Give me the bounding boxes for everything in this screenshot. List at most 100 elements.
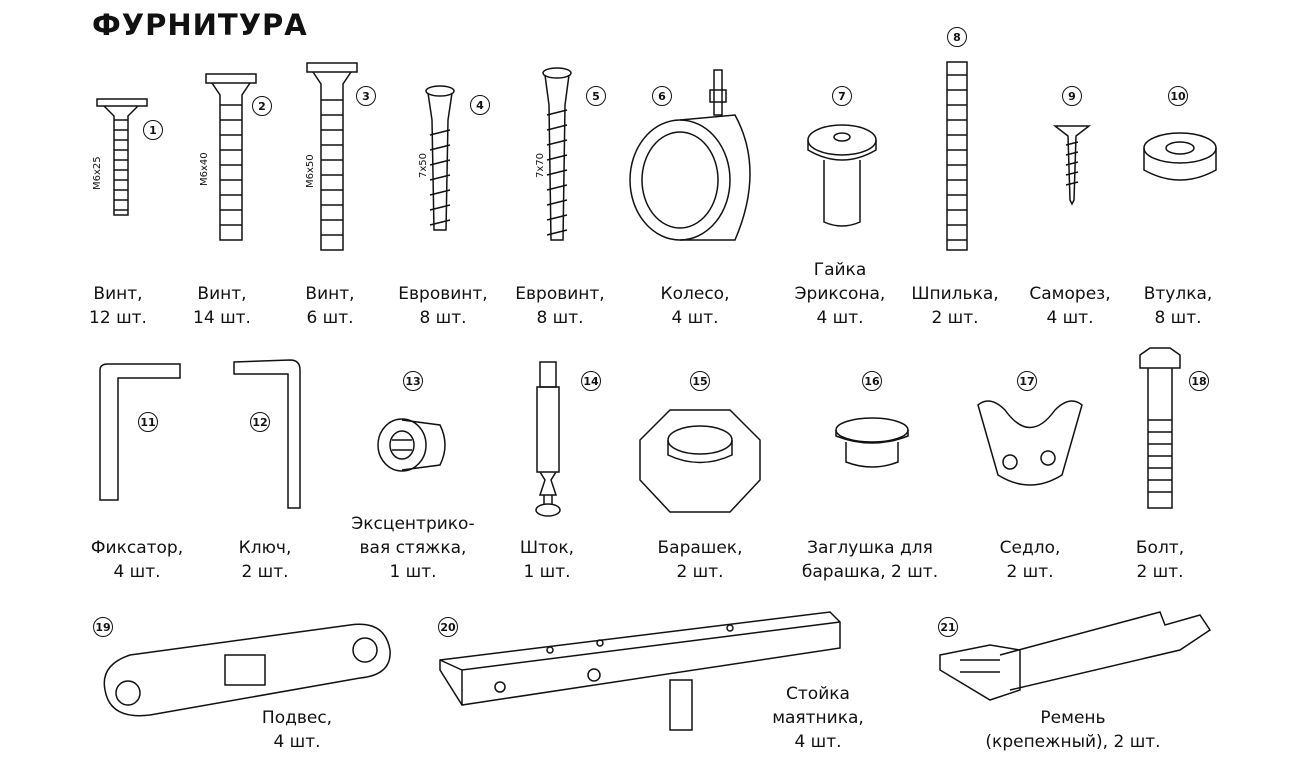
caption-line: Втулка,: [1143, 284, 1213, 304]
caption-line: 2 шт.: [676, 562, 724, 582]
item-number-18: 18: [1189, 371, 1209, 391]
euroscrew-5-drawing: [542, 67, 572, 241]
size-label-1: M6x25: [92, 156, 103, 190]
caption-line: Стойка: [786, 684, 850, 704]
erickson-nut-7-drawing: [807, 124, 877, 227]
caption-line: 2 шт.: [241, 562, 289, 582]
plug-16-drawing: [835, 417, 909, 468]
item-number-9: 9: [1062, 86, 1082, 106]
caption-line: Ремень: [1040, 708, 1106, 728]
dowel-rod-14-drawing: [535, 361, 561, 517]
caption-line: Винт,: [305, 284, 355, 304]
caption-line: Болт,: [1135, 538, 1185, 558]
caption-line: Эксцентрико-: [351, 514, 475, 534]
item-number-14: 14: [581, 371, 601, 391]
item-caption-15: Барашек,2 шт.: [658, 536, 743, 584]
caption-line: 1 шт.: [389, 562, 437, 582]
item-number-6: 6: [652, 86, 672, 106]
size-label-2: M6x40: [199, 152, 210, 186]
item-number-17: 17: [1017, 371, 1037, 391]
item-caption-8: Шпилька,2 шт.: [911, 282, 998, 330]
caption-line: Колесо,: [660, 284, 730, 304]
item-caption-3: Винт,6 шт.: [305, 282, 354, 330]
caption-line: 8 шт.: [419, 308, 467, 328]
item-number-12: 12: [250, 412, 270, 432]
caption-line: 4 шт.: [1046, 308, 1094, 328]
bolt-3-drawing: [306, 62, 358, 251]
caption-line: Евровинт,: [515, 284, 605, 304]
saddle-17-drawing: [977, 400, 1083, 486]
caption-line: Шпилька,: [911, 284, 999, 304]
item-number-8: 8: [947, 27, 967, 47]
item-caption-4: Евровинт,8 шт.: [398, 282, 487, 330]
threaded-rod-8-drawing: [946, 61, 968, 251]
item-caption-14: Шток,1 шт.: [520, 536, 574, 584]
item-caption-18: Болт, 2 шт.: [1136, 536, 1184, 584]
caption-line: 2 шт.: [1136, 562, 1184, 582]
size-label-5: 7x70: [535, 152, 546, 178]
caption-line: 8 шт.: [536, 308, 584, 328]
wheel-6-drawing: [629, 69, 751, 241]
caption-line: вая стяжка,: [359, 538, 467, 558]
item-caption-10: Втулка,8 шт.: [1144, 282, 1213, 330]
item-caption-5: Евровинт, 8 шт.: [515, 282, 604, 330]
item-number-5: 5: [586, 86, 606, 106]
caption-line: Гайка: [813, 260, 867, 280]
bolt-18-drawing: [1139, 347, 1181, 509]
item-caption-16: Заглушка для барашка, 2 шт.: [802, 536, 938, 584]
item-number-11: 11: [138, 412, 158, 432]
cam-lock-13-drawing: [377, 418, 446, 472]
caption-line: Эриксона,: [794, 284, 886, 304]
item-number-19: 19: [93, 617, 113, 637]
caption-line: барашка, 2 шт.: [801, 562, 939, 582]
pin-11-drawing: [99, 363, 181, 501]
page-title: ФУРНИТУРА: [92, 8, 308, 42]
caption-line: 12 шт.: [89, 308, 147, 328]
bushing-10-drawing: [1143, 132, 1217, 181]
caption-line: Седло,: [999, 538, 1061, 558]
hanger-19-drawing: [103, 623, 391, 717]
item-caption-6: Колесо, 4 шт.: [661, 282, 730, 330]
caption-line: 4 шт.: [113, 562, 161, 582]
item-caption-21: Ремень (крепежный), 2 шт.: [985, 706, 1160, 754]
caption-line: Заглушка для: [807, 538, 933, 558]
item-number-3: 3: [356, 86, 376, 106]
caption-line: 4 шт.: [816, 308, 864, 328]
item-caption-20: Стойка маятника, 4 шт.: [772, 682, 864, 754]
caption-line: Винт,: [197, 284, 247, 304]
item-number-20: 20: [438, 617, 458, 637]
item-caption-12: Ключ, 2 шт.: [239, 536, 292, 584]
item-number-10: 10: [1168, 86, 1188, 106]
caption-line: Фиксатор,: [90, 538, 184, 558]
item-number-4: 4: [470, 95, 490, 115]
caption-line: Ключ,: [238, 538, 292, 558]
item-caption-2: Винт,14 шт.: [193, 282, 251, 330]
caption-line: Саморез,: [1029, 284, 1111, 304]
size-label-4: 7x50: [418, 152, 429, 178]
item-number-13: 13: [403, 371, 423, 391]
caption-line: 4 шт.: [794, 732, 842, 752]
euroscrew-4-drawing: [425, 85, 455, 231]
caption-line: Шток,: [519, 538, 575, 558]
item-caption-13: Эксцентрико-вая стяжка, 1 шт.: [351, 512, 474, 584]
bolt-2-drawing: [205, 73, 257, 241]
pendulum-post-20-drawing: [439, 611, 841, 731]
hex-key-12-drawing: [233, 359, 301, 509]
item-number-16: 16: [862, 371, 882, 391]
item-caption-1: Винт,12 шт.: [89, 282, 147, 330]
strap-21-drawing: [939, 611, 1212, 701]
knob-15-drawing: [639, 409, 761, 513]
item-caption-19: Подвес,4 шт.: [262, 706, 332, 754]
item-number-15: 15: [690, 371, 710, 391]
item-caption-11: Фиксатор, 4 шт.: [91, 536, 183, 584]
caption-line: 4 шт.: [671, 308, 719, 328]
wood-screw-9-drawing: [1052, 125, 1092, 206]
item-caption-9: Саморез, 4 шт.: [1029, 282, 1110, 330]
size-label-3: M6x50: [305, 154, 316, 188]
caption-line: маятника,: [772, 708, 864, 728]
bolt-1-drawing: [96, 98, 148, 216]
caption-line: (крепежный), 2 шт.: [985, 732, 1161, 752]
item-number-7: 7: [832, 86, 852, 106]
